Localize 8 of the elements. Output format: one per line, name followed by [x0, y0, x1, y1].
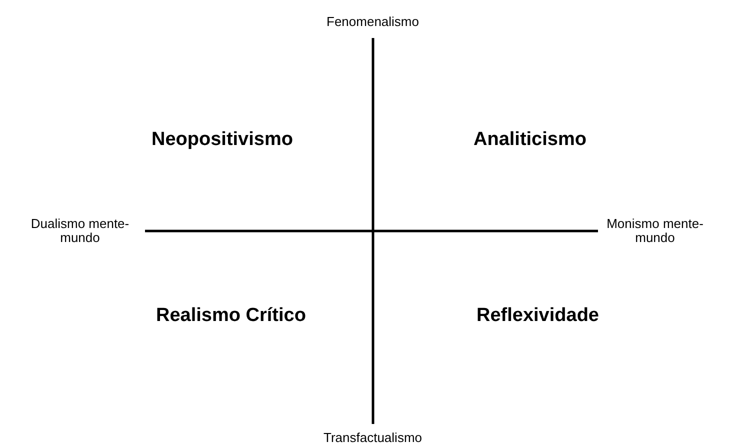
quadrant-label: Neopositivismo: [152, 130, 293, 150]
quadrant-label: Reflexividade: [476, 306, 599, 326]
axis-end-label: Monismo mente-mundo: [606, 216, 704, 246]
axis-end-label: Fenomenalismo: [326, 15, 419, 30]
axis-end-label: Dualismo mente-mundo: [30, 216, 130, 246]
axis-end-label: Transfactualismo: [324, 431, 422, 446]
quadrant-label: Analiticismo: [474, 130, 586, 150]
quadrant-label: Realismo Crítico: [156, 306, 306, 326]
